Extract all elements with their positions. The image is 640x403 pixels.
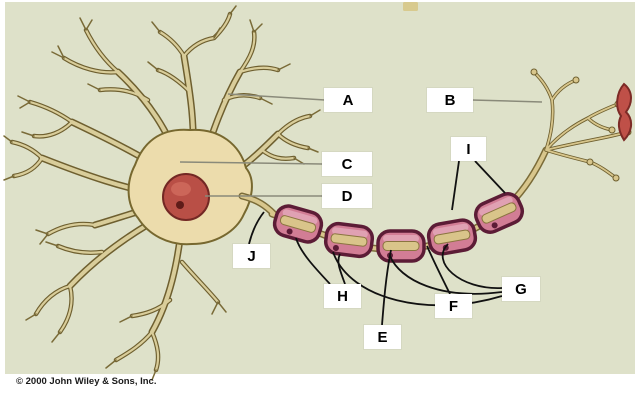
nucleolus xyxy=(176,201,184,209)
effector-cell xyxy=(616,82,632,142)
schwann-nucleus xyxy=(332,244,339,251)
copyright-text: © 2000 John Wiley & Sons, Inc. xyxy=(16,376,157,387)
label-letter-b: B xyxy=(444,91,456,109)
label-letter-e: E xyxy=(377,328,388,346)
label-box-g: G xyxy=(502,277,540,301)
nucleus-highlight xyxy=(171,182,191,196)
myelin-segment xyxy=(426,218,478,256)
pointer-line-h-1 xyxy=(295,237,331,285)
pointer-line-f xyxy=(426,245,451,295)
schwann-nucleus xyxy=(491,222,498,229)
label-letter-j: J xyxy=(247,247,256,265)
myelin-segment xyxy=(473,192,525,234)
label-box-j: J xyxy=(233,244,270,268)
label-letter-g: G xyxy=(515,280,527,298)
label-box-f: F xyxy=(435,294,472,318)
artifact-tab xyxy=(403,2,418,11)
label-letter-c: C xyxy=(341,155,353,173)
label-box-d: D xyxy=(322,184,372,208)
label-letter-i: I xyxy=(466,140,471,158)
schwann-nucleus xyxy=(286,228,293,235)
nucleus xyxy=(162,173,210,221)
pointer-line-b xyxy=(471,99,543,103)
label-letter-d: D xyxy=(341,187,353,205)
pointer-line-c xyxy=(179,161,323,165)
label-letter-h: H xyxy=(337,287,348,305)
pointer-line-h-2 xyxy=(337,253,346,285)
label-box-b: B xyxy=(427,88,473,112)
label-box-c: C xyxy=(322,152,372,176)
axon-terminals xyxy=(530,68,632,182)
pointer-line-i-left xyxy=(451,160,460,211)
label-box-h: H xyxy=(324,284,361,308)
pointer-line-i-right xyxy=(474,160,506,194)
label-box-a: A xyxy=(324,88,372,112)
label-box-e: E xyxy=(364,325,401,349)
pointer-line-g-1 xyxy=(441,243,503,289)
myelin-segment xyxy=(323,221,375,259)
pointer-line-a xyxy=(227,93,326,101)
label-box-i: I xyxy=(451,137,486,161)
pointer-line-j xyxy=(248,211,265,245)
diagram-background xyxy=(5,2,635,374)
pointer-line-g-3 xyxy=(332,251,503,307)
pointer-line-g-2 xyxy=(389,255,503,295)
myelin-segment xyxy=(376,229,426,263)
label-letter-a: A xyxy=(342,91,354,109)
myelin-segment xyxy=(272,204,324,244)
label-letter-f: F xyxy=(448,297,459,315)
